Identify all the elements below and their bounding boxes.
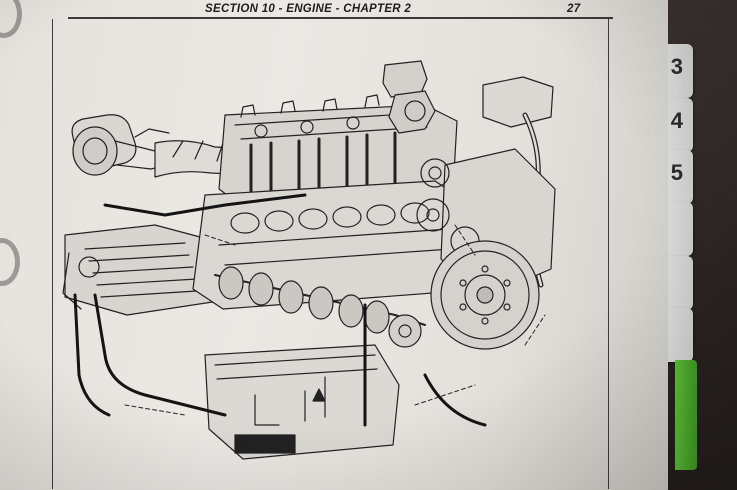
tab-label: 4 — [670, 108, 683, 133]
oil-delivery-lines — [73, 193, 487, 427]
crankshaft — [214, 266, 426, 348]
tab-label: 5 — [670, 160, 683, 185]
oil-filter-housing — [382, 60, 436, 134]
flywheel — [430, 240, 540, 350]
page-frame — [52, 19, 609, 489]
section-title: SECTION 10 - ENGINE - CHAPTER 2 — [205, 3, 412, 15]
binder-ring-middle — [0, 238, 20, 286]
manual-page: SECTION 10 - ENGINE - CHAPTER 2 27 — [0, 0, 668, 490]
page-header: SECTION 10 - ENGINE - CHAPTER 2 27 — [150, 3, 580, 19]
oil-sump — [204, 344, 400, 460]
header-rule — [68, 17, 613, 19]
flow-arrows — [124, 224, 546, 416]
binder-ring-top — [0, 0, 22, 38]
engine-lubrication-diagram — [62, 60, 556, 460]
tab-label: 3 — [670, 54, 683, 79]
tab-green[interactable] — [675, 360, 697, 470]
page-number: 27 — [567, 3, 581, 15]
